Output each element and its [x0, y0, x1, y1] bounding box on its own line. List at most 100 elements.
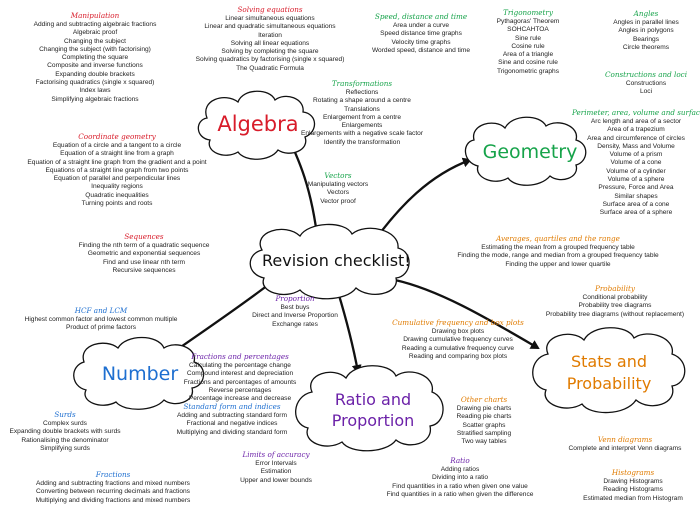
checklist-item: Best buys [280, 304, 310, 311]
checklist-item: Worded speed, distance and time [371, 46, 471, 54]
checklist-item: Converting between recurring decimals an… [36, 488, 190, 496]
checklist-item: Area of a triangle [502, 51, 554, 59]
checklist-item: Index laws [79, 87, 111, 95]
checklist-item: Conditional probability [582, 294, 648, 301]
checklist-item: Circle theorems [622, 43, 670, 51]
checklist-item: Calculating the percentage change [189, 362, 291, 369]
arrow-to-ratio [336, 291, 362, 374]
checklist-item: Enlargements with a negative scale facto… [300, 130, 424, 138]
section-title: Limits of accuracy [242, 450, 310, 459]
checklist-item: Angles in polygons [618, 27, 674, 35]
checklist-item: Equation of a straight line graph from t… [27, 158, 207, 166]
checklist-item: Area of a trapezium [607, 126, 665, 134]
checklist-item: Dividing into a ratio [431, 474, 489, 482]
checklist-item: Estimation [260, 468, 292, 476]
checklist-item: Find quantities in a ratio when given th… [386, 490, 534, 498]
checklist-item: Find and use linear nth term [102, 258, 186, 266]
checklist-item: Probability tree diagrams (without repla… [545, 310, 685, 318]
checklist-item: Solving by completing the square [221, 48, 319, 56]
center-cloud-label: Revision checklist! [262, 251, 411, 270]
checklist-item: Solving all linear equations [230, 39, 310, 47]
checklist-item: Translations [344, 105, 380, 113]
checklist-item: Inequality regions [91, 183, 143, 191]
checklist-item: Reading pie charts [456, 413, 512, 421]
checklist-item: Enlargements [341, 122, 383, 130]
center-cloud [249, 223, 410, 300]
checklist-item: Volume of a sphere [607, 176, 665, 184]
checklist-item: Vectors [327, 189, 349, 197]
checklist-item: Completing the square [61, 54, 129, 62]
section-title: Standard form and indices [183, 402, 281, 411]
checklist-item: Pressure, Force and Area [598, 184, 674, 192]
checklist-item: Scatter graphs [462, 421, 506, 429]
checklist-item: Finding the upper and lower quartile [505, 260, 611, 268]
checklist-item: Adding ratios [440, 466, 480, 473]
checklist-item: Drawing Histograms [603, 478, 663, 485]
checklist-item: Stratified sampling [456, 429, 512, 437]
geometry-cloud [464, 116, 587, 186]
checklist-item: Recursive sequences [112, 266, 176, 274]
checklist-item: Exchange rates [272, 320, 318, 328]
section-title: Transformations [331, 79, 393, 88]
checklist-item: Expanding double brackets [55, 70, 135, 78]
checklist-item: Sine rule [514, 34, 542, 42]
checklist-item: Direct and Inverse Proportion [252, 312, 338, 320]
checklist-item: Rationalising the denominator [21, 436, 109, 444]
section-title: HCF and LCM [74, 306, 128, 315]
checklist-item: Find quantities in a ratio when given on… [392, 482, 528, 490]
checklist-item: Solving quadratics by factorising (singl… [195, 56, 345, 64]
section-title: Perimeter, area, volume and surface area [572, 108, 700, 117]
checklist-item: Equation of parallel and perpendicular l… [53, 175, 181, 183]
checklist-item: Loci [639, 88, 653, 96]
section-title: Other charts [460, 395, 508, 404]
checklist-item: Drawing box plots [431, 328, 485, 335]
algebra-cloud [197, 90, 316, 160]
section-title: Probability [595, 284, 635, 293]
checklist-item: Algebraic proof [72, 29, 118, 37]
checklist-item: Probability tree diagrams [578, 302, 652, 310]
checklist-item: Sine and cosine rule [498, 59, 558, 67]
checklist-item: Geometric and exponential sequences [87, 250, 201, 258]
checklist-item: Two way tables [461, 438, 507, 446]
section-perimeter-area: Perimeter, area, volume and surface area… [572, 108, 700, 218]
checklist-item: Volume of a cone [610, 159, 662, 167]
section-title: Fractions [95, 470, 131, 479]
checklist-item: Highest common factor and lowest common … [24, 316, 178, 323]
checklist-item: Trigonometric graphs [496, 67, 560, 75]
checklist-item: Changing the subject [64, 37, 126, 45]
checklist-item: Simplifying surds [40, 444, 90, 452]
checklist-item: Fractions and percentages of amounts [183, 378, 297, 386]
checklist-item: The Quadratic Formula [236, 64, 304, 72]
checklist-item: Pythagoras' Theorem [496, 18, 560, 25]
checklist-item: Reverse percentages [208, 386, 272, 394]
checklist-item: Reading Histograms [603, 486, 663, 494]
checklist-item: Linear simultaneous equations [225, 15, 315, 22]
checklist-item: Adding and subtracting standard form [177, 412, 287, 419]
checklist-item: Product of prime factors [66, 324, 136, 332]
checklist-item: Reflections [345, 89, 379, 96]
checklist-item: Volume of a prism [609, 151, 663, 159]
number-cloud [73, 336, 205, 410]
checklist-item: Multiplying and dividing fractions and m… [35, 496, 191, 504]
checklist-item: Surface area of a sphere [599, 209, 673, 217]
section-title: Speed, distance and time [374, 12, 468, 21]
checklist-item: Area and circumference of circles [587, 134, 685, 142]
stats-cloud-label-2: Probability [566, 374, 652, 393]
arrow-to-stats [394, 278, 540, 350]
checklist-item: Linear and quadratic simultaneous equati… [204, 23, 336, 31]
checklist-item: Reading and comparing box plots [408, 352, 508, 360]
checklist-item: Compound interest and depreciation [186, 370, 294, 378]
